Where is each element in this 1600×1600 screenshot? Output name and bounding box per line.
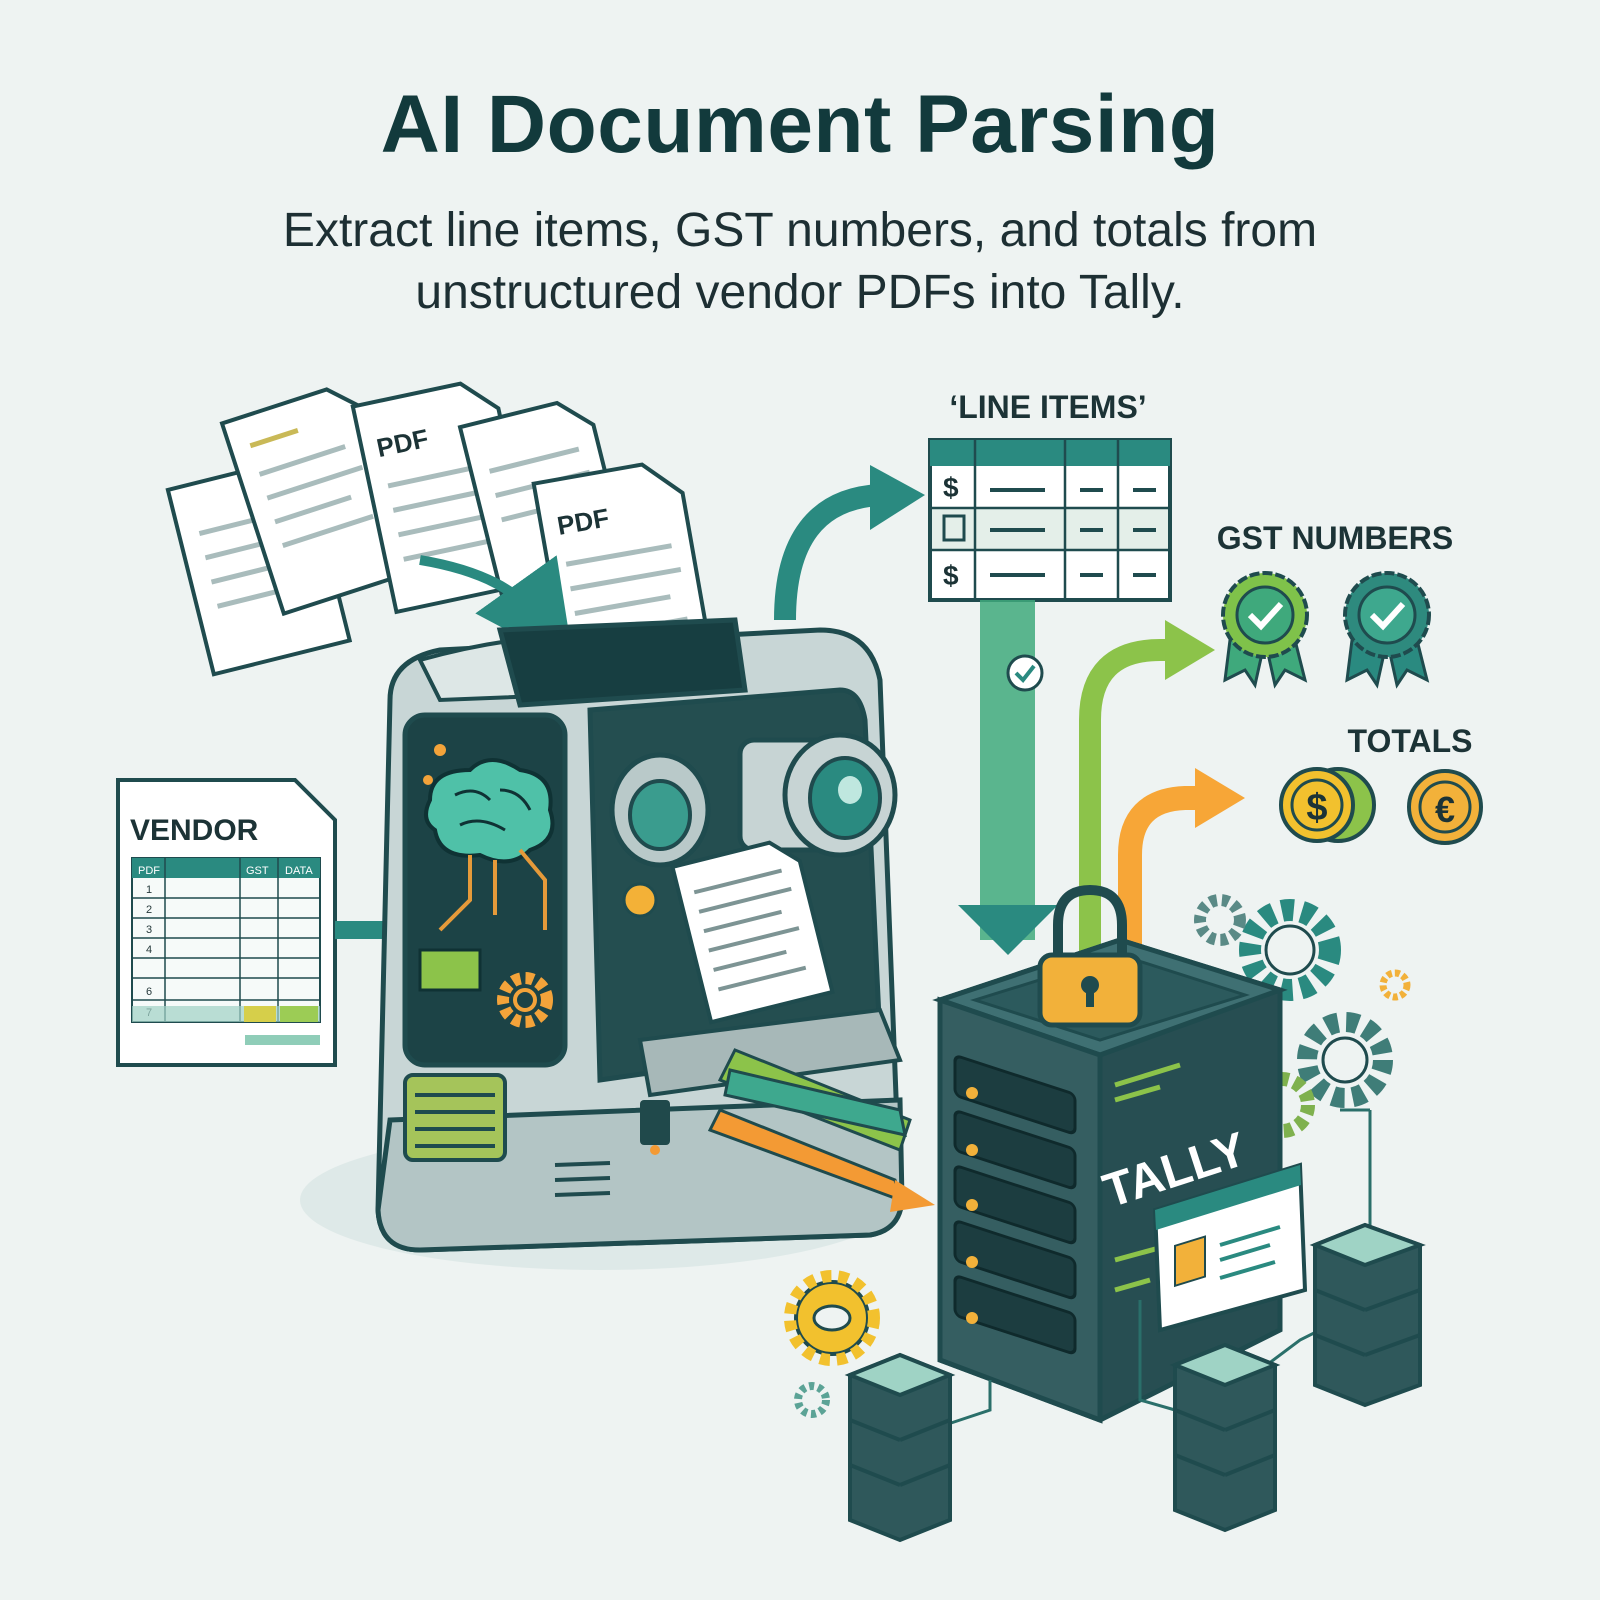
- svg-text:$: $: [1306, 787, 1327, 829]
- output-streams: [707, 1048, 935, 1212]
- verified-badge-icon: [1343, 571, 1431, 689]
- padlock-icon: [1037, 884, 1143, 1028]
- dollar-coin-icon: $: [1279, 767, 1376, 843]
- ai-parsing-machine: [300, 617, 905, 1270]
- document-icon: [670, 840, 835, 1025]
- vendor-header-gst: GST: [246, 865, 269, 877]
- gear-icon: [1379, 969, 1411, 1001]
- vendor-row-4: 4: [146, 944, 152, 956]
- arrow-to-totals: [1195, 768, 1245, 828]
- euro-coin-icon: €: [1407, 769, 1483, 845]
- gear-icon: [1194, 894, 1246, 946]
- vendor-header-data: DATA: [285, 865, 313, 877]
- gear-icon: [1297, 1012, 1393, 1108]
- brain-icon: [424, 758, 555, 864]
- vendor-row-3: 3: [146, 924, 152, 936]
- page-subtitle: Extract line items, GST numbers, and tot…: [282, 204, 1318, 319]
- vendor-row-6: 6: [146, 986, 152, 998]
- dashboard-window: [1152, 1162, 1308, 1333]
- gear-icon: [784, 1270, 880, 1366]
- svg-text:€: €: [1435, 789, 1455, 830]
- camera-lens: [609, 732, 898, 868]
- arrow-into-machine: [419, 555, 575, 666]
- server-icon: [1169, 1342, 1281, 1533]
- small-servers: [844, 1222, 1426, 1543]
- vendor-header-pdf: PDF: [138, 865, 160, 877]
- gear-icon: [794, 1382, 830, 1418]
- verified-badge-icon: [1221, 571, 1309, 689]
- server-icon: [844, 1352, 956, 1543]
- arrow-to-gst: [1165, 620, 1215, 680]
- tally-server: TALLY: [932, 884, 1372, 1424]
- dollar-icon: $: [943, 560, 959, 591]
- clipboard-icon: [942, 514, 966, 542]
- gear-icon: [1239, 899, 1341, 1001]
- arrow-to-line-items: [870, 465, 925, 530]
- vendor-document: VENDOR PDF GST DATA 1 2 3 4 6 7: [116, 778, 425, 1067]
- vendor-label: VENDOR: [130, 814, 259, 847]
- totals: TOTALS $ €: [1118, 723, 1483, 950]
- vendor-row-2: 2: [146, 904, 152, 916]
- vendor-row-1: 1: [146, 884, 152, 896]
- gst-numbers-label: GST NUMBERS: [1217, 520, 1453, 556]
- totals-label: TOTALS: [1347, 723, 1472, 759]
- dollar-icon: $: [943, 472, 959, 503]
- check-icon: [1014, 664, 1036, 684]
- line-items-table: ‘LINE ITEMS’ $ $: [774, 389, 1172, 955]
- floating-documents: PDF PDF: [165, 381, 716, 693]
- gear-icon: [497, 972, 553, 1028]
- page-title: AI Document Parsing: [380, 79, 1220, 170]
- server-icon: [1309, 1222, 1426, 1408]
- line-items-label: ‘LINE ITEMS’: [949, 389, 1146, 425]
- gst-numbers: GST NUMBERS: [1079, 520, 1453, 1000]
